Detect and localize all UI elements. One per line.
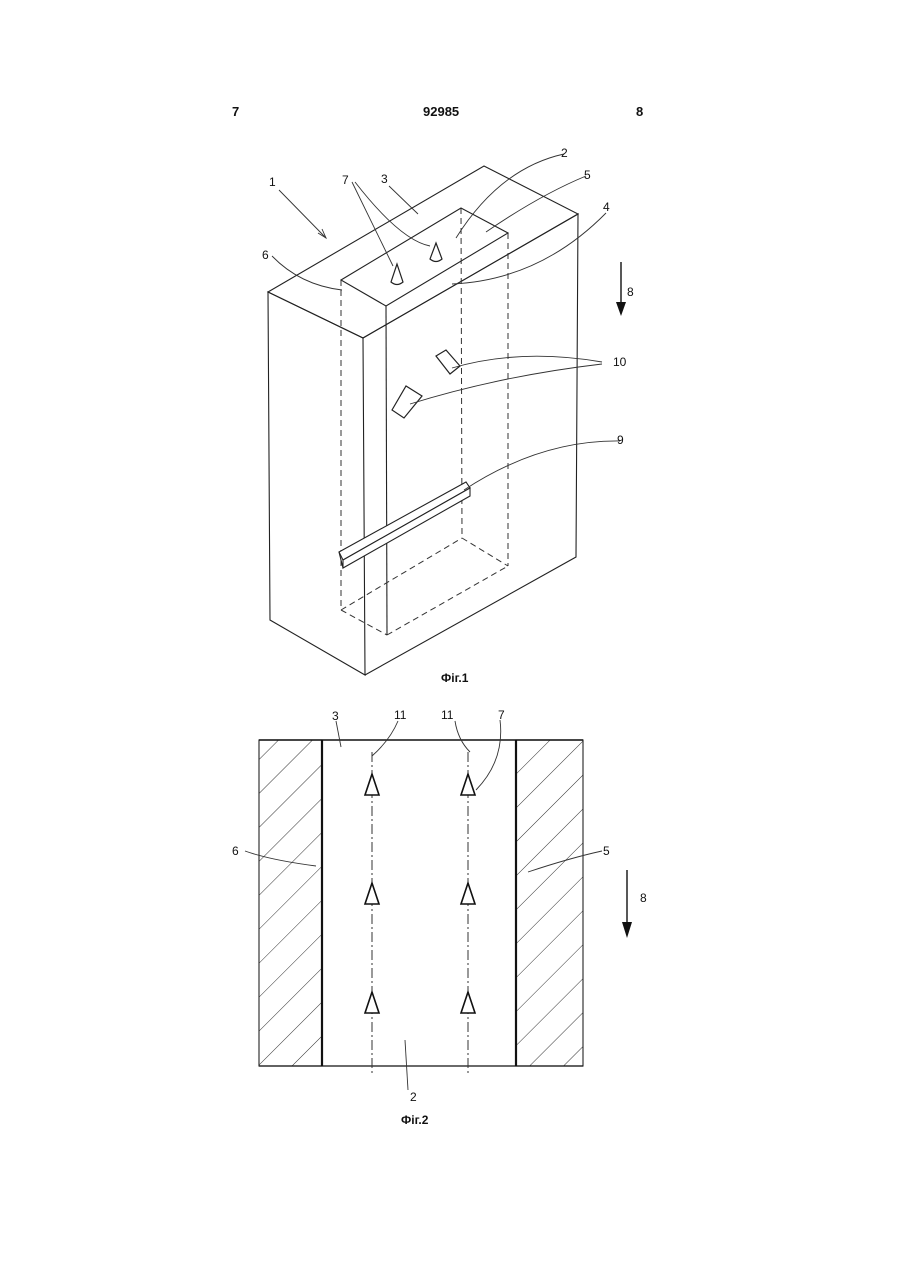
hidden-slot-edges [341,208,508,635]
wall-5 [516,740,583,1066]
label-3: 3 [381,172,388,186]
label-9: 9 [617,433,624,447]
label-8: 8 [640,891,647,905]
cones [391,243,442,285]
label-7: 7 [342,173,349,187]
label-2: 2 [410,1090,417,1104]
label-5: 5 [603,844,610,858]
centerlines-11 [372,752,468,1075]
label-10: 10 [613,355,627,369]
figure-2-caption: Фіг.2 [401,1113,429,1127]
wall-6 [259,740,322,1066]
leader-lines-fig2 [245,720,602,1090]
label-7: 7 [498,708,505,722]
cone-icon [365,883,379,904]
figure-1-caption: Фіг.1 [441,671,469,685]
direction-arrow-8 [622,870,632,938]
label-6: 6 [232,844,239,858]
slot-opening [341,208,508,306]
leader-lines [272,154,620,490]
cone-icon [461,774,475,795]
block-front-face [268,292,365,675]
direction-arrow-8 [616,262,626,316]
cone-icon [430,243,442,262]
cone-icon [461,992,475,1013]
cone-row [365,774,475,1013]
cone-icon [365,774,379,795]
slot-edge [386,306,387,635]
figure-1-drawing: 1 7 3 2 5 4 6 8 10 9 Фіг.1 [0,0,901,700]
label-5: 5 [584,168,591,182]
cone-icon [461,883,475,904]
label-8: 8 [627,285,634,299]
cone-icon [365,992,379,1013]
label-2: 2 [561,146,568,160]
label-1: 1 [269,175,276,189]
label-4: 4 [603,200,610,214]
label-6: 6 [262,248,269,262]
blade-icon [436,350,460,374]
cone-icon [391,264,403,285]
label-11-left: 11 [394,708,407,722]
blades [392,350,460,418]
block-top-face [268,166,578,338]
label-3: 3 [332,709,339,723]
label-11-right: 11 [441,708,454,722]
bar-9 [339,482,470,568]
